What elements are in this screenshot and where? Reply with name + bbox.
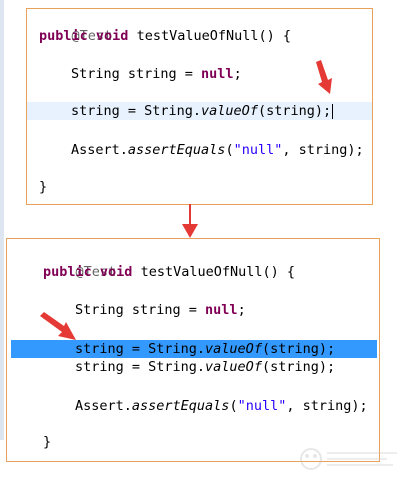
keyword-null: null bbox=[205, 302, 238, 318]
assert-rest: , string); bbox=[282, 142, 364, 158]
closing-brace-line: } bbox=[43, 433, 379, 451]
keyword-null: null bbox=[201, 66, 234, 82]
keyword-void: void bbox=[95, 28, 129, 44]
closing-brace-line: } bbox=[39, 178, 372, 196]
current-code-line[interactable]: string = String.valueOf(string); bbox=[27, 102, 372, 120]
open-paren: ( bbox=[225, 142, 234, 158]
assert-class: Assert. bbox=[71, 142, 128, 158]
editor-gutter-strip bbox=[0, 0, 4, 440]
method-args: (string); bbox=[261, 341, 336, 357]
closing-brace: } bbox=[39, 179, 48, 195]
assert-line: Assert.assertEquals("null", string); bbox=[71, 141, 372, 159]
assignment-text: string = String. bbox=[75, 359, 206, 375]
down-arrow-icon bbox=[182, 204, 198, 238]
method-signature: testValueOfNull() { bbox=[132, 264, 295, 280]
method-args: (string); bbox=[261, 359, 336, 375]
assignment-text: string = String. bbox=[71, 103, 202, 119]
method-valueof: valueOf bbox=[205, 359, 262, 375]
semicolon: ; bbox=[237, 302, 246, 318]
string-literal: "null" bbox=[237, 398, 287, 414]
selected-code-line[interactable]: string = String.valueOf(string); bbox=[11, 340, 377, 358]
test-annotation: @Test bbox=[75, 264, 117, 280]
declaration-text: String string = bbox=[75, 302, 206, 318]
assert-class: Assert. bbox=[75, 398, 132, 414]
annotation-line: @Test bbox=[39, 9, 372, 44]
code-panel-before: @Test public void testValueOfNull() { St… bbox=[26, 8, 373, 205]
red-arrow-icon bbox=[40, 312, 76, 340]
keyword-public: public bbox=[39, 28, 88, 44]
assert-rest: , string); bbox=[286, 398, 368, 414]
method-assertequals: assertEquals bbox=[127, 142, 226, 158]
declaration-text: String string = bbox=[71, 66, 202, 82]
string-literal: "null" bbox=[233, 142, 283, 158]
declaration-line: String string = null; bbox=[75, 301, 379, 319]
method-valueof: valueOf bbox=[201, 103, 258, 119]
red-arrow-icon bbox=[316, 60, 332, 94]
method-assertequals: assertEquals bbox=[131, 398, 230, 414]
watermark-logo bbox=[300, 448, 397, 470]
method-signature-line: public void testValueOfNull() { bbox=[43, 263, 379, 281]
method-valueof: valueOf bbox=[205, 341, 262, 357]
keyword-public: public bbox=[43, 264, 92, 280]
method-signature-line: public void testValueOfNull() { bbox=[39, 27, 372, 45]
semicolon: ; bbox=[233, 66, 242, 82]
assert-line: Assert.assertEquals("null", string); bbox=[75, 397, 379, 415]
declaration-line: String string = null; bbox=[71, 65, 372, 83]
assignment-text: string = String. bbox=[75, 341, 206, 357]
text-caret bbox=[332, 103, 334, 119]
open-paren: ( bbox=[229, 398, 238, 414]
method-signature: testValueOfNull() { bbox=[128, 28, 291, 44]
closing-brace: } bbox=[43, 434, 52, 450]
duplicated-code-line: string = String.valueOf(string); bbox=[75, 358, 379, 376]
keyword-void: void bbox=[99, 264, 133, 280]
method-args: (string); bbox=[257, 103, 332, 119]
code-panel-after: @Test public void testValueOfNull() { St… bbox=[6, 238, 380, 462]
annotation-line: @Test bbox=[43, 245, 379, 280]
test-annotation: @Test bbox=[71, 28, 113, 44]
